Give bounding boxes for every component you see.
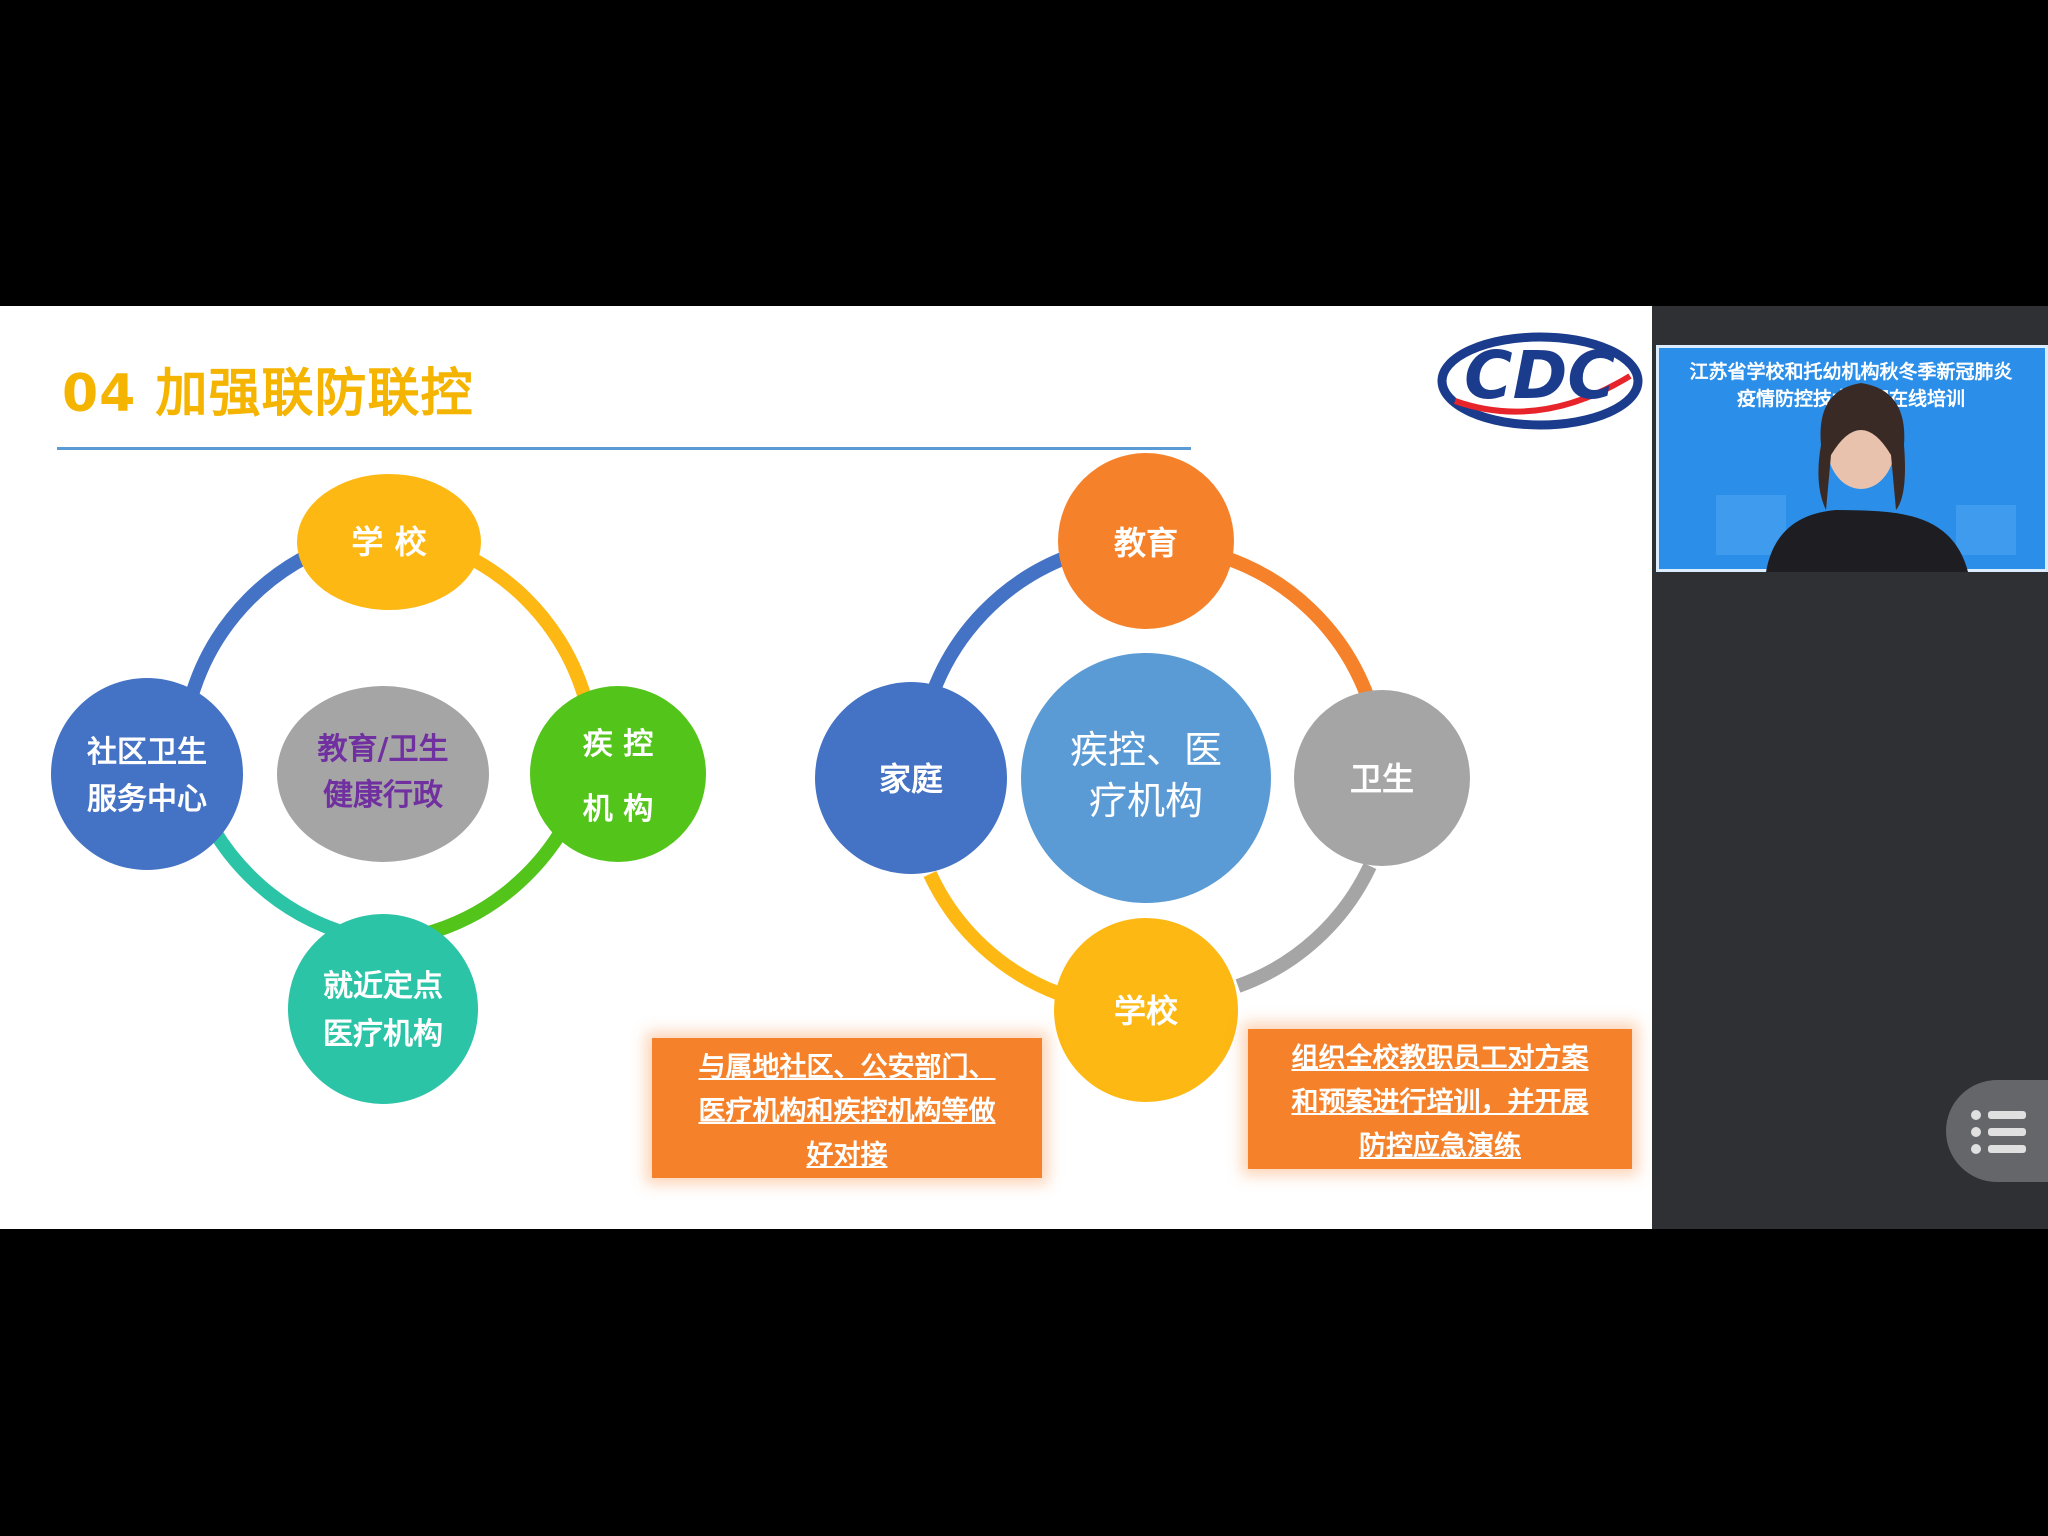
cdc-logo: CDC xyxy=(1437,332,1643,430)
callout-right-line1: 组织全校教职员工对方案 xyxy=(1291,1043,1589,1074)
right-node-top-label: 教育 xyxy=(1114,524,1178,562)
left-node-left-line2: 服务中心 xyxy=(87,782,207,817)
right-ring-arc-gray xyxy=(1235,863,1377,993)
left-node-bottom-line2: 医疗机构 xyxy=(323,1017,443,1052)
title-rule xyxy=(57,447,1191,450)
right-ring-arc-yellow xyxy=(923,871,1063,1001)
right-ring-arc-orange xyxy=(1217,549,1375,701)
left-node-left-line1: 社区卫生 xyxy=(87,735,207,770)
left-node-right-line1: 疾 控 xyxy=(583,727,653,762)
list-menu-icon xyxy=(1971,1110,2026,1154)
logo-text: CDC xyxy=(1464,337,1616,414)
right-node-left-label: 家庭 xyxy=(879,760,943,798)
right-center-node: 疾控、医 疗机构 xyxy=(1021,653,1271,903)
callout-right: 组织全校教职员工对方案 和预案进行培训，并开展 防控应急演练 xyxy=(1248,1029,1632,1169)
callout-left-line1: 与属地社区、公安部门、 xyxy=(698,1052,996,1083)
left-node-right: 疾 控 机 构 xyxy=(530,686,706,862)
slide-title: 04 加强联防联控 xyxy=(62,364,474,424)
left-node-bottom: 就近定点 医疗机构 xyxy=(288,914,478,1104)
right-node-right-label: 卫生 xyxy=(1350,760,1414,798)
left-node-top: 学 校 xyxy=(297,474,481,610)
left-node-top-label: 学 校 xyxy=(351,523,426,561)
left-node-left: 社区卫生 服务中心 xyxy=(51,678,243,870)
presenter-video[interactable]: 江苏省学校和托幼机构秋冬季新冠肺炎 疫情防控技术方案在线培训 xyxy=(1656,345,2048,572)
left-node-bottom-line1: 就近定点 xyxy=(323,969,443,1004)
right-node-left: 家庭 xyxy=(815,682,1007,874)
video-caption-line1: 江苏省学校和托幼机构秋冬季新冠肺炎 xyxy=(1689,361,2013,383)
left-center-node: 教育/卫生 健康行政 xyxy=(277,686,489,862)
callout-left-line3: 好对接 xyxy=(806,1140,888,1171)
callout-left-line2: 医疗机构和疾控机构等做 xyxy=(698,1096,996,1127)
callout-right-line2: 和预案进行培训，并开展 xyxy=(1291,1087,1589,1118)
right-center-line2: 疗机构 xyxy=(1089,779,1203,823)
right-ring-arc-blue xyxy=(923,549,1073,704)
right-node-right: 卫生 xyxy=(1294,690,1470,866)
left-center-line2: 健康行政 xyxy=(323,778,443,813)
presenter-figure xyxy=(1716,383,2016,572)
left-node-right-line2: 机 构 xyxy=(583,792,653,827)
callout-left: 与属地社区、公安部门、 医疗机构和疾控机构等做 好对接 xyxy=(652,1038,1042,1178)
diagram: CDC 教育/卫生 健康行政 学 校 疾 控 机 构 xyxy=(51,332,1643,1104)
floating-menu-button[interactable] xyxy=(1946,1080,2048,1182)
right-ring: 疾控、医 疗机构 教育 卫生 学校 家庭 xyxy=(815,453,1470,1102)
callout-right-line3: 防控应急演练 xyxy=(1359,1131,1521,1162)
right-node-bottom-label: 学校 xyxy=(1114,992,1178,1030)
slide: 04 加强联防联控 CDC 教育/卫生 健康行政 学 校 xyxy=(0,306,1652,1229)
right-node-bottom: 学校 xyxy=(1054,918,1238,1102)
left-center-line1: 教育/卫生 xyxy=(318,732,449,767)
right-center-line1: 疾控、医 xyxy=(1070,728,1222,772)
right-node-top: 教育 xyxy=(1058,453,1234,629)
left-ring: 教育/卫生 健康行政 学 校 疾 控 机 构 就近定点 医疗机构 社区卫生 服务 xyxy=(51,474,706,1104)
